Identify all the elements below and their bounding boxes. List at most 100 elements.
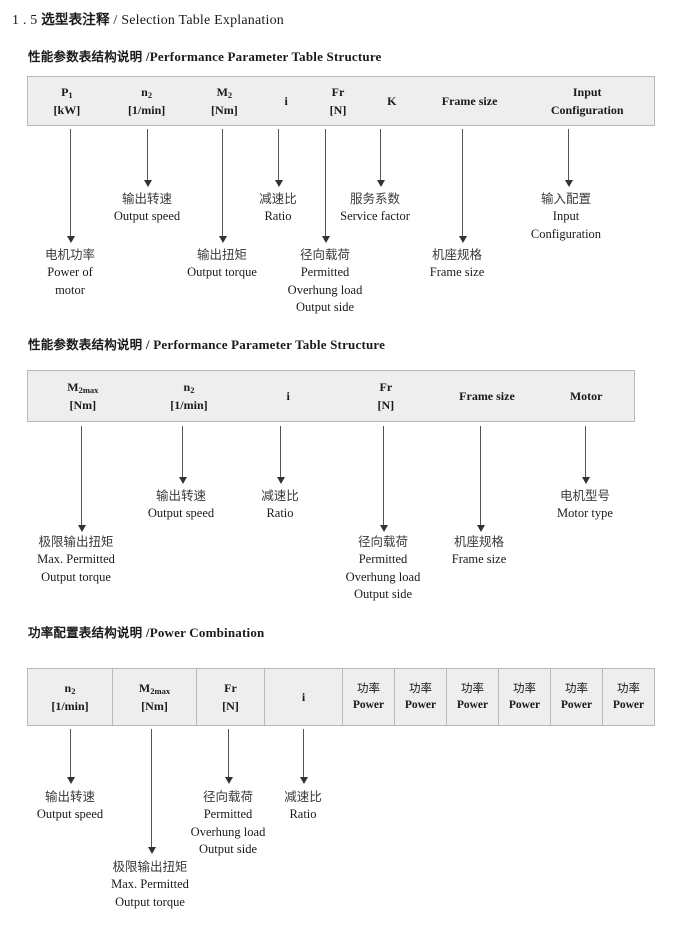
label-en-1: Motor type	[557, 505, 613, 520]
label-cn: 输出扭矩	[196, 247, 248, 262]
column-unit: [1/min]	[170, 398, 208, 412]
column-cn: 功率	[617, 680, 640, 695]
label-en-1: Ratio	[289, 806, 317, 821]
column-unit: [1/min]	[51, 699, 89, 713]
column-header-i: i	[264, 669, 342, 725]
label-en-1: Permitted	[203, 806, 253, 821]
label-permitted-overhung-load: 径向载荷 Permitted Overhung load Output side	[346, 533, 421, 604]
section-2-title: 性能参数表结构说明 / Performance Parameter Table …	[28, 334, 385, 353]
label-en-1: Ratio	[264, 208, 292, 223]
column-en: Power	[508, 699, 541, 711]
label-en-1: Max. Permitted	[111, 876, 189, 891]
arrow-to-ratio	[276, 426, 285, 484]
label-en-3: Output side	[296, 300, 354, 315]
label-cn: 机座规格	[453, 534, 504, 549]
column-en: Power	[612, 699, 645, 711]
column-unit: [Nm]	[69, 398, 97, 412]
section-3-title: 功率配置表结构说明 /Power Combination	[28, 622, 264, 641]
column-header-i: i	[261, 77, 311, 125]
column-header-power-3: 功率 Power	[446, 669, 498, 725]
label-cn: 机座规格	[431, 247, 482, 262]
label-frame-size: 机座规格 Frame size	[430, 246, 485, 282]
column-symbol: M2max	[138, 681, 171, 696]
column-header-k: K	[365, 77, 419, 125]
label-input-configuration: 输入配置 Input Configuration	[531, 190, 601, 243]
label-cn: 输出转速	[155, 488, 206, 503]
column-header-power-1: 功率 Power	[342, 669, 394, 725]
column-unit: [N]	[222, 699, 239, 713]
section-3-title-separator: /	[145, 625, 150, 640]
label-en-2: Overhung load	[287, 282, 363, 297]
column-symbol: Fr	[331, 85, 345, 99]
column-en: Power	[404, 699, 437, 711]
label-cn: 减速比	[261, 488, 299, 503]
column-header-i: i	[240, 371, 336, 421]
label-en-2: Overhung load	[190, 824, 266, 839]
column-symbol: n2	[64, 681, 76, 696]
column-symbol: Fr	[379, 380, 393, 394]
arrow-to-frame-size	[458, 129, 467, 243]
label-en-2: Output torque	[115, 894, 185, 909]
arrow-to-permitted-overhung-load	[224, 729, 233, 784]
column-symbol: Motor	[569, 389, 603, 403]
label-ratio: 减速比 Ratio	[259, 190, 297, 226]
label-en-1: Permitted	[358, 551, 408, 566]
column-header-m2: M2 [Nm]	[187, 77, 261, 125]
arrow-to-service-factor	[376, 129, 385, 187]
section-3-title-cn: 功率配置表结构说明	[28, 625, 143, 640]
label-cn: 服务系数	[349, 191, 401, 206]
arrow-to-ratio	[274, 129, 283, 187]
column-header-frame-size: Frame size	[436, 371, 539, 421]
arrow-to-permitted-overhung-load	[321, 129, 330, 243]
section-2-title-separator: /	[145, 337, 150, 352]
column-en: Power	[456, 699, 489, 711]
arrow-to-output-speed	[66, 729, 75, 784]
label-en-3: Output side	[354, 587, 412, 602]
column-unit: [1/min]	[127, 103, 166, 117]
arrow-to-output-speed	[143, 129, 152, 187]
column-symbol: K	[387, 94, 397, 108]
label-en-1: Frame size	[451, 551, 507, 566]
column-header-frame-size: Frame size	[419, 77, 521, 125]
label-permitted-overhung-load: 径向载荷 Permitted Overhung load Output side	[191, 788, 266, 859]
column-header-power-2: 功率 Power	[394, 669, 446, 725]
column-header-motor: Motor	[538, 371, 634, 421]
label-en-1: Output speed	[147, 505, 215, 520]
label-motor-type: 电机型号 Motor type	[557, 487, 613, 523]
column-symbol: M2max	[67, 380, 99, 395]
column-cn: 功率	[565, 680, 588, 695]
label-en-1: Max. Permitted	[37, 551, 115, 566]
label-service-factor: 服务系数 Service factor	[340, 190, 410, 226]
label-en-1: Output speed	[36, 806, 104, 821]
label-cn: 径向载荷	[357, 534, 409, 549]
page-title-number: 1 . 5	[12, 13, 38, 28]
section-3-title-en: Power Combination	[149, 625, 265, 640]
column-symbol: Frame size	[441, 94, 498, 108]
label-max-permitted-output-torque: 极限输出扭矩 Max. Permitted Output torque	[37, 533, 115, 586]
arrow-to-power-of-motor	[66, 129, 75, 243]
column-symbol: Fr	[224, 681, 237, 695]
column-en: Power	[352, 699, 385, 711]
arrow-to-input-configuration	[564, 129, 573, 187]
column-header-m2max: M2max [Nm]	[28, 371, 138, 421]
label-cn: 电机型号	[559, 488, 610, 503]
column-header-n2: n2 [1/min]	[138, 371, 241, 421]
label-permitted-overhung-load: 径向载荷 Permitted Overhung load Output side	[288, 246, 363, 317]
column-symbol: M2	[216, 85, 233, 100]
label-cn: 电机功率	[44, 247, 96, 262]
column-unit: [kW]	[53, 103, 81, 117]
column-header-power-6: 功率 Power	[602, 669, 654, 725]
arrow-to-output-speed	[178, 426, 187, 484]
page-title: 1 . 5 选型表注释 / Selection Table Explanatio…	[12, 8, 284, 29]
column-cn: 功率	[357, 680, 380, 695]
column-symbol: Frame size	[459, 389, 515, 403]
arrow-to-max-permitted-output-torque	[77, 426, 86, 532]
label-en-2: motor	[55, 282, 85, 297]
column-symbol: i	[284, 94, 288, 108]
label-cn: 输出转速	[44, 789, 95, 804]
arrow-to-ratio	[299, 729, 308, 784]
section-2-title-en: Performance Parameter Table Structure	[153, 337, 386, 352]
label-output-speed: 输出转速 Output speed	[114, 190, 180, 226]
section-1-title: 性能参数表结构说明 /Performance Parameter Table S…	[28, 46, 382, 65]
column-header-power-5: 功率 Power	[550, 669, 602, 725]
